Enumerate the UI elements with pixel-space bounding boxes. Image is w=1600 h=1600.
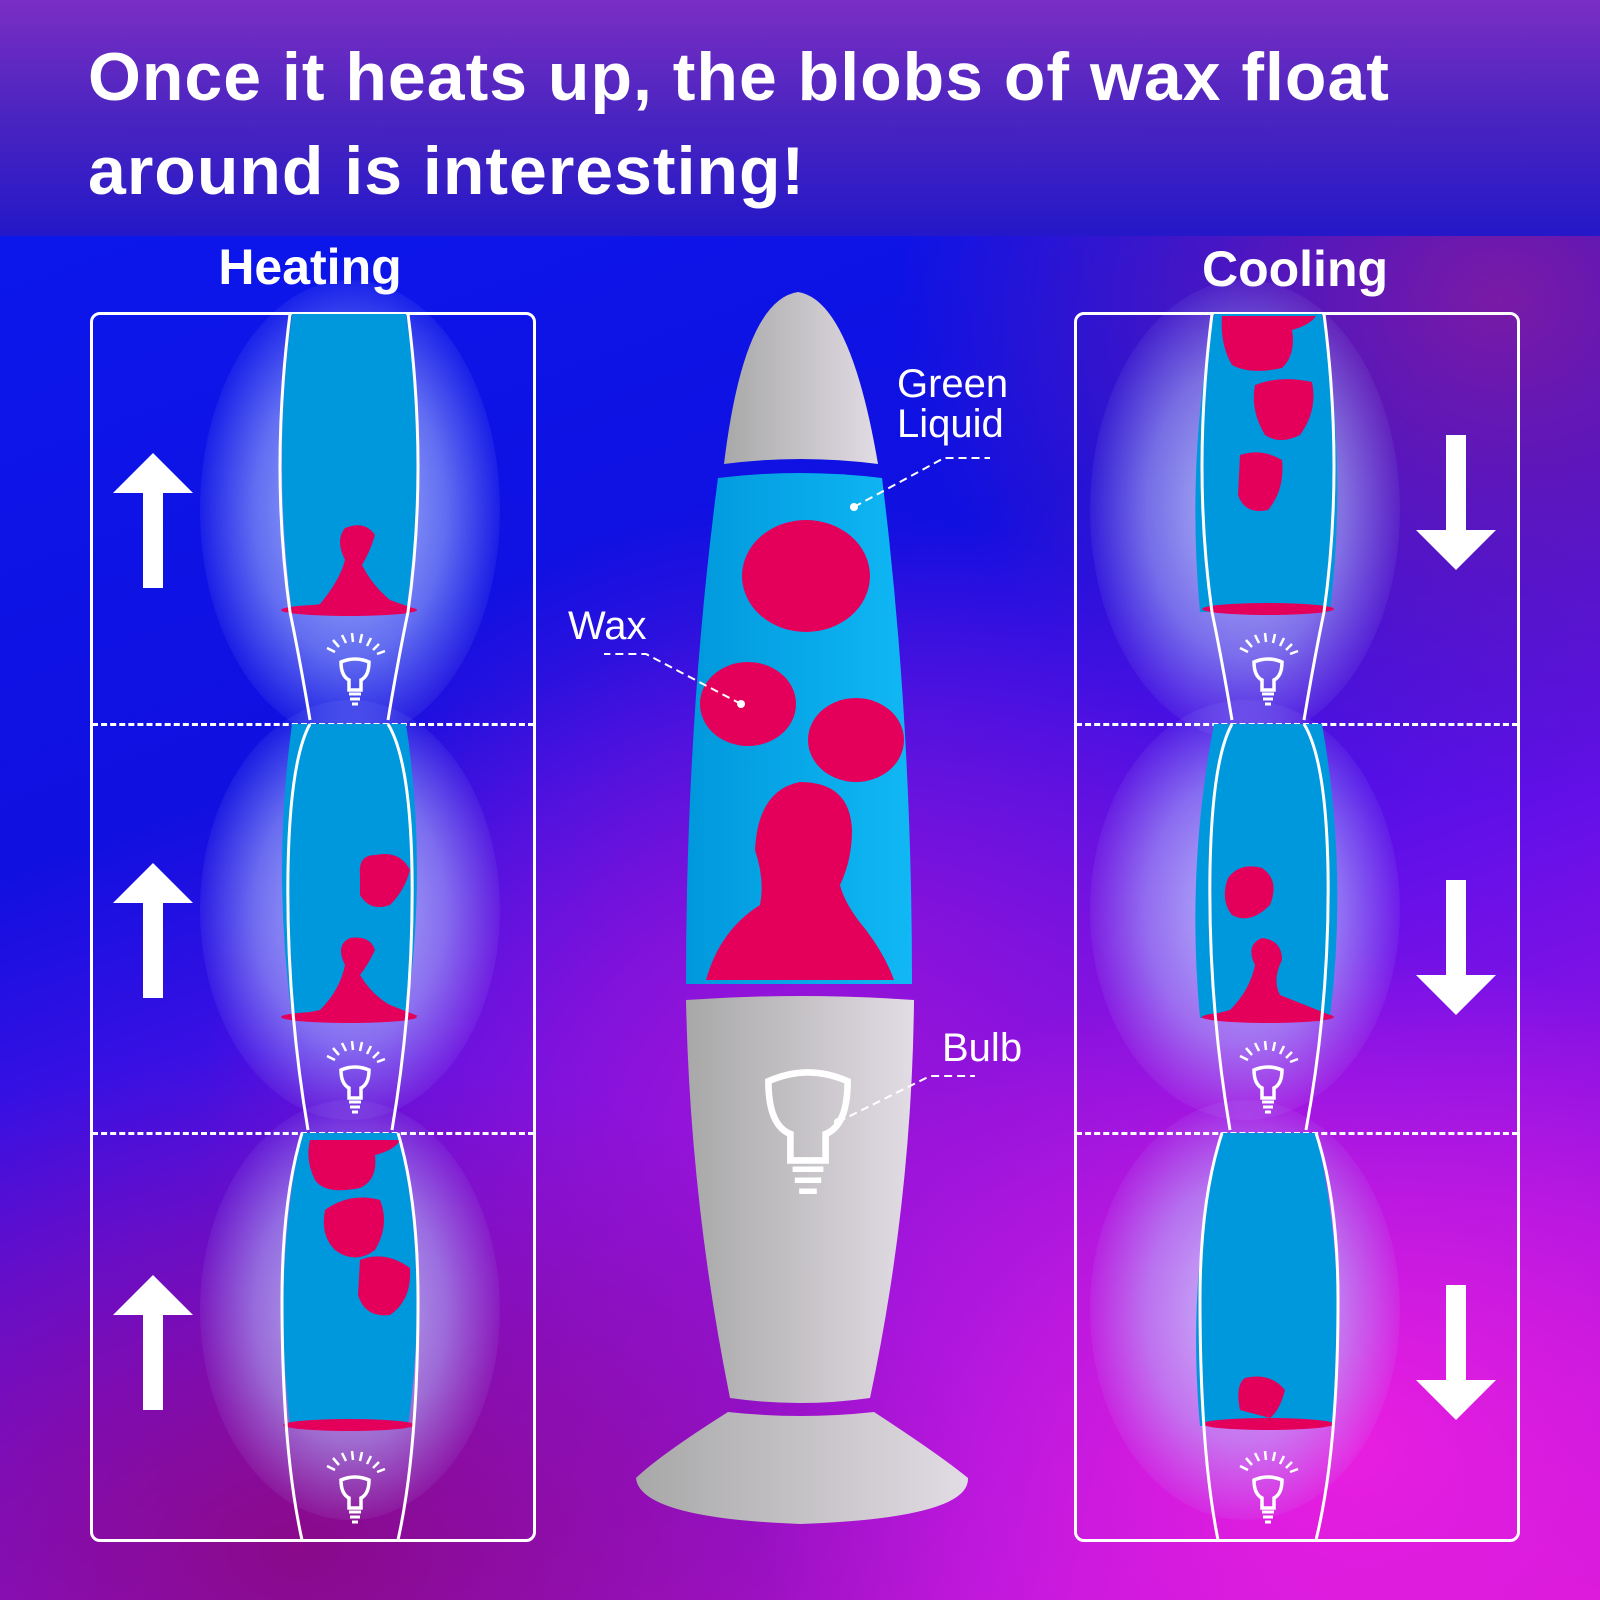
liquid-callout-line [853,457,990,508]
wax-blob [742,520,870,632]
title-line-1: Once it heats up, the blobs of wax float [88,39,1390,115]
lamp-globe [686,473,912,984]
bulb-callout-dot [834,1118,842,1126]
heating-stage-1 [278,313,420,721]
heating-stage-2 [281,723,418,1131]
wax-blob [808,698,904,782]
liquid-label-line-1: Green [897,362,1009,406]
wax-callout-label: Wax [568,604,647,648]
heating-stage-3 [280,1132,420,1541]
page-title: Once it heats up, the blobs of wax float… [88,30,1568,218]
wax-callout-dot [737,700,745,708]
wax-blob [700,662,796,746]
liquid-callout-label: Green Liquid [897,364,1008,444]
liquid-callout-dot [850,503,858,511]
arrow-up-icon [113,453,193,588]
bulb-callout-line [837,1075,975,1123]
arrow-up-icon [113,863,193,998]
lamp-base [636,996,969,1524]
lamp-cap [724,292,878,464]
cooling-stage-2 [1195,723,1338,1131]
heating-panel [90,312,536,1542]
liquid-label-line-2: Liquid [897,402,1004,446]
arrow-down-icon [1416,1285,1496,1420]
arrow-up-icon [113,1275,193,1410]
header-banner: Once it heats up, the blobs of wax float… [0,0,1600,236]
bulb-callout-label: Bulb [942,1026,1023,1070]
title-line-2: around is interesting! [88,133,806,209]
cooling-stage-3 [1196,1132,1340,1541]
cooling-panel [1074,312,1520,1542]
wax-blob [706,782,894,980]
arrow-down-icon [1416,880,1496,1015]
arrow-down-icon [1416,435,1496,570]
wax-callout-line [604,653,742,705]
cooling-stage-1 [1195,313,1338,721]
